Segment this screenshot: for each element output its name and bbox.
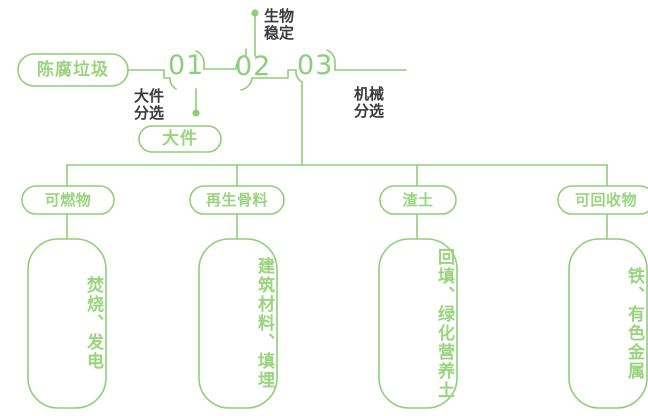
bulky-output-node-label: 大件 <box>162 129 198 149</box>
branch-detail-box-3 <box>378 238 458 409</box>
branch-title-1: 可燃物 <box>44 191 92 209</box>
step-03-arc-top <box>326 49 336 71</box>
branch-detail-4: 铁、有色金属 <box>624 266 644 381</box>
branch-detail-box-1 <box>27 238 107 409</box>
branch-title-pill-4 <box>557 185 648 215</box>
branch-detail-box-4 <box>568 238 648 409</box>
start-node-label: 陈腐垃圾 <box>37 60 109 80</box>
step-02-arc-top <box>235 48 247 70</box>
branch-title-3: 渣土 <box>402 191 434 209</box>
step-number-03: 03 <box>297 50 334 81</box>
step-03-process-label: 机械 分选 <box>354 85 385 120</box>
branch-detail-3: 回填、绿化营养土 <box>434 247 454 400</box>
branch-title-2: 再生骨料 <box>205 191 268 209</box>
connector-dot-bulky <box>192 109 200 117</box>
step-01-arc-bottom <box>169 77 177 90</box>
branch-detail-box-2 <box>198 238 278 409</box>
step-01-arc-top <box>195 50 205 70</box>
bulky-node-pill-shape <box>138 125 222 153</box>
step-number-02: 02 <box>235 51 272 82</box>
branch-title-4: 可回收物 <box>574 191 637 209</box>
step-number-01: 01 <box>168 50 205 81</box>
step-01-process-label: 大件 分选 <box>134 87 165 122</box>
step-02-process-label: 生物 稳定 <box>264 7 295 42</box>
connector-start-to-01 <box>127 69 171 79</box>
branch-title-pill-3 <box>379 185 457 215</box>
branch-title-pill-1 <box>21 185 115 215</box>
branch-detail-1: 焚烧、发电 <box>83 276 103 371</box>
step-02-arc-bottom <box>240 77 253 91</box>
connector-dot-bio <box>251 9 259 17</box>
connector-02-to-03 <box>251 69 297 79</box>
branch-detail-2: 建筑材料、填埋 <box>254 257 274 390</box>
